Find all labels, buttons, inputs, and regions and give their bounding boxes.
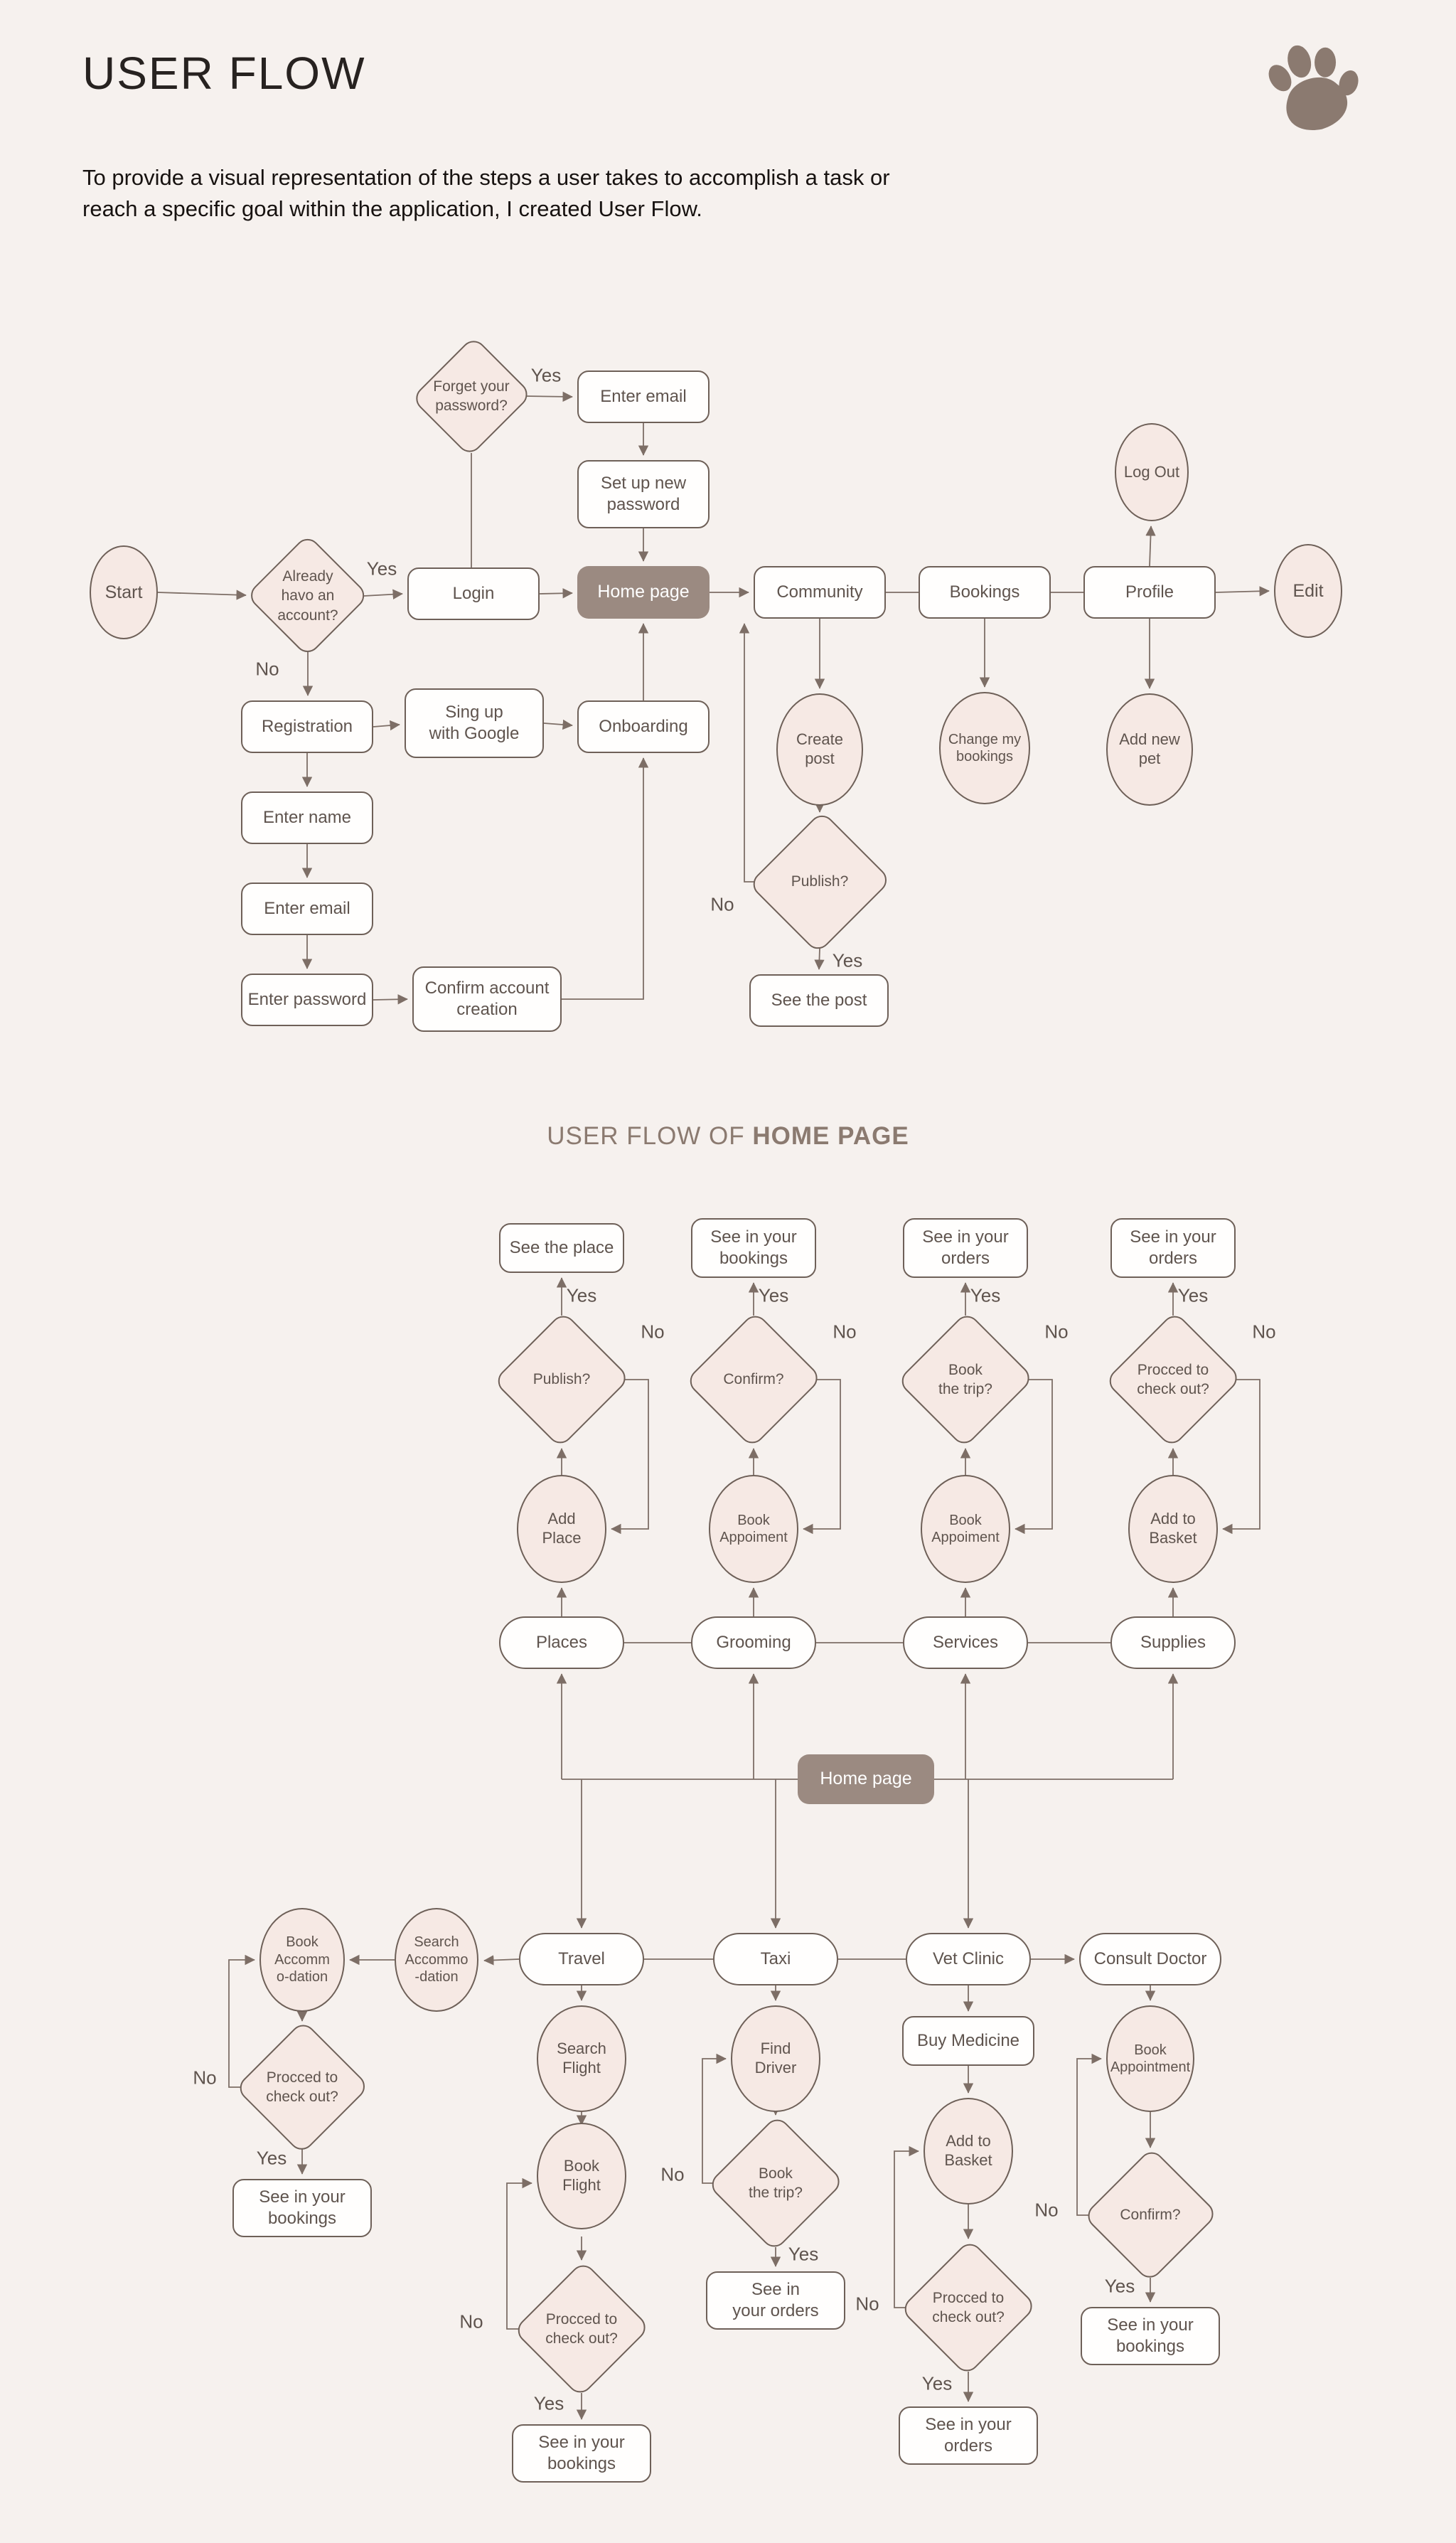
- node-confirm-2: Confirm?: [684, 1310, 823, 1449]
- node-see-bookings-left: See in your bookings: [232, 2179, 372, 2237]
- node-registration: Registration: [241, 700, 373, 753]
- node-book-appointment-2: Book Appoiment: [921, 1475, 1010, 1583]
- node-supplies: Supplies: [1110, 1616, 1236, 1669]
- label-yes-forget: Yes: [530, 364, 562, 386]
- label-no-confirm-2: No: [833, 1321, 857, 1343]
- node-book-accommodation: Book Accomm o-dation: [259, 1908, 345, 2012]
- node-add-to-basket-2: Add to Basket: [924, 2098, 1013, 2205]
- node-book-appointment-3: Book Appointment: [1106, 2005, 1194, 2112]
- node-bookings: Bookings: [919, 566, 1051, 619]
- label-no-travel: No: [459, 2310, 483, 2333]
- node-start: Start: [90, 545, 158, 639]
- node-travel: Travel: [519, 1933, 644, 1985]
- node-see-in-your-orders-2: See in your orders: [1110, 1218, 1236, 1278]
- node-add-place: Add Place: [517, 1475, 606, 1583]
- node-find-driver: Find Driver: [731, 2005, 820, 2112]
- node-enter-name: Enter name: [241, 791, 373, 844]
- node-enter-password: Enter password: [241, 974, 373, 1026]
- node-see-the-post: See the post: [749, 974, 889, 1027]
- node-see-bookings-consult: See in your bookings: [1081, 2307, 1220, 2365]
- node-book-appointment-1: Book Appoiment: [709, 1475, 798, 1583]
- node-proceed-check-out-vet: Procced to check out?: [899, 2238, 1038, 2377]
- node-confirm-account-creation: Confirm account creation: [412, 966, 562, 1032]
- node-log-out: Log Out: [1115, 423, 1189, 521]
- node-see-orders-taxi: See in your orders: [706, 2271, 845, 2330]
- label-no-publish: No: [710, 893, 734, 915]
- node-see-the-place: See the place: [499, 1223, 624, 1273]
- label-yes-place: Yes: [566, 1284, 597, 1306]
- label-no-publish-2: No: [641, 1321, 665, 1343]
- node-create-post: Create post: [776, 693, 863, 806]
- node-proceed-check-out-left: Procced to check out?: [235, 2020, 370, 2155]
- node-taxi: Taxi: [713, 1933, 838, 1985]
- node-enter-email-top: Enter email: [577, 370, 710, 423]
- node-forget-password: Forget your password?: [410, 335, 532, 457]
- node-add-to-basket: Add to Basket: [1128, 1475, 1218, 1583]
- node-already-have-account: Already havo an account?: [245, 533, 370, 659]
- node-publish: Publish?: [748, 810, 892, 954]
- label-no-vet: No: [855, 2293, 879, 2315]
- node-grooming: Grooming: [691, 1616, 816, 1669]
- node-book-the-trip-2: Book the trip?: [896, 1310, 1035, 1449]
- section-title-bold: HOME PAGE: [752, 1122, 909, 1150]
- label-no-left: No: [193, 2067, 217, 2089]
- node-sign-up-google: Sing up with Google: [405, 688, 544, 758]
- node-book-flight: Book Flight: [537, 2123, 626, 2229]
- node-search-accommodation: Search Accommo -dation: [395, 1908, 478, 2012]
- node-see-in-your-orders-1: See in your orders: [903, 1218, 1028, 1278]
- node-buy-medicine: Buy Medicine: [902, 2016, 1034, 2066]
- node-login: Login: [407, 567, 540, 620]
- node-profile: Profile: [1083, 566, 1216, 619]
- page-description: To provide a visual representation of th…: [82, 165, 890, 222]
- node-publish-2: Publish?: [492, 1310, 631, 1449]
- node-confirm-3: Confirm?: [1082, 2147, 1219, 2283]
- node-community: Community: [754, 566, 886, 619]
- label-no-book-trip-2: No: [1044, 1321, 1069, 1343]
- label-yes-travel: Yes: [533, 2392, 564, 2414]
- label-yes-consult: Yes: [1104, 2275, 1135, 2297]
- node-home-page-2: Home page: [798, 1754, 934, 1804]
- node-search-flight: Search Flight: [537, 2005, 626, 2112]
- label-no-consult: No: [1034, 2199, 1059, 2221]
- node-proceed-check-out-2: Procced to check out?: [1103, 1310, 1243, 1449]
- label-yes-orders-2: Yes: [1177, 1284, 1209, 1306]
- node-places: Places: [499, 1616, 624, 1669]
- node-set-up-new-password: Set up new password: [577, 460, 710, 528]
- label-yes-login: Yes: [366, 558, 397, 580]
- page-title: USER FLOW: [82, 48, 366, 99]
- paw-icon: [1268, 45, 1359, 130]
- node-vet-clinic: Vet Clinic: [906, 1933, 1031, 1985]
- label-yes-orders-1: Yes: [970, 1284, 1001, 1306]
- node-consult-doctor: Consult Doctor: [1079, 1933, 1221, 1985]
- node-home-page: Home page: [577, 566, 710, 619]
- node-enter-email: Enter email: [241, 883, 373, 935]
- section-title-home-page: USER FLOW OF HOME PAGE: [0, 1122, 1456, 1151]
- label-yes-taxi: Yes: [788, 2243, 819, 2265]
- node-see-in-your-bookings: See in your bookings: [691, 1218, 816, 1278]
- label-no-registration: No: [255, 658, 279, 680]
- node-proceed-check-out-travel: Procced to check out?: [512, 2259, 651, 2399]
- label-no-taxi: No: [660, 2163, 685, 2185]
- label-yes-bookings: Yes: [758, 1284, 789, 1306]
- label-no-proceed-2: No: [1252, 1321, 1276, 1343]
- label-yes-left: Yes: [256, 2147, 287, 2169]
- node-see-bookings-travel: See in your bookings: [512, 2424, 651, 2483]
- node-see-orders-vet: See in your orders: [899, 2406, 1038, 2465]
- label-yes-vet: Yes: [921, 2372, 953, 2394]
- node-add-new-pet: Add new pet: [1106, 693, 1193, 806]
- node-edit: Edit: [1274, 544, 1342, 638]
- section-title-prefix: USER FLOW OF: [547, 1122, 753, 1150]
- node-onboarding: Onboarding: [577, 700, 710, 753]
- node-book-the-trip-3: Book the trip?: [706, 2113, 845, 2253]
- node-services: Services: [903, 1616, 1028, 1669]
- node-change-my-bookings: Change my bookings: [939, 692, 1030, 804]
- label-yes-publish: Yes: [832, 949, 863, 971]
